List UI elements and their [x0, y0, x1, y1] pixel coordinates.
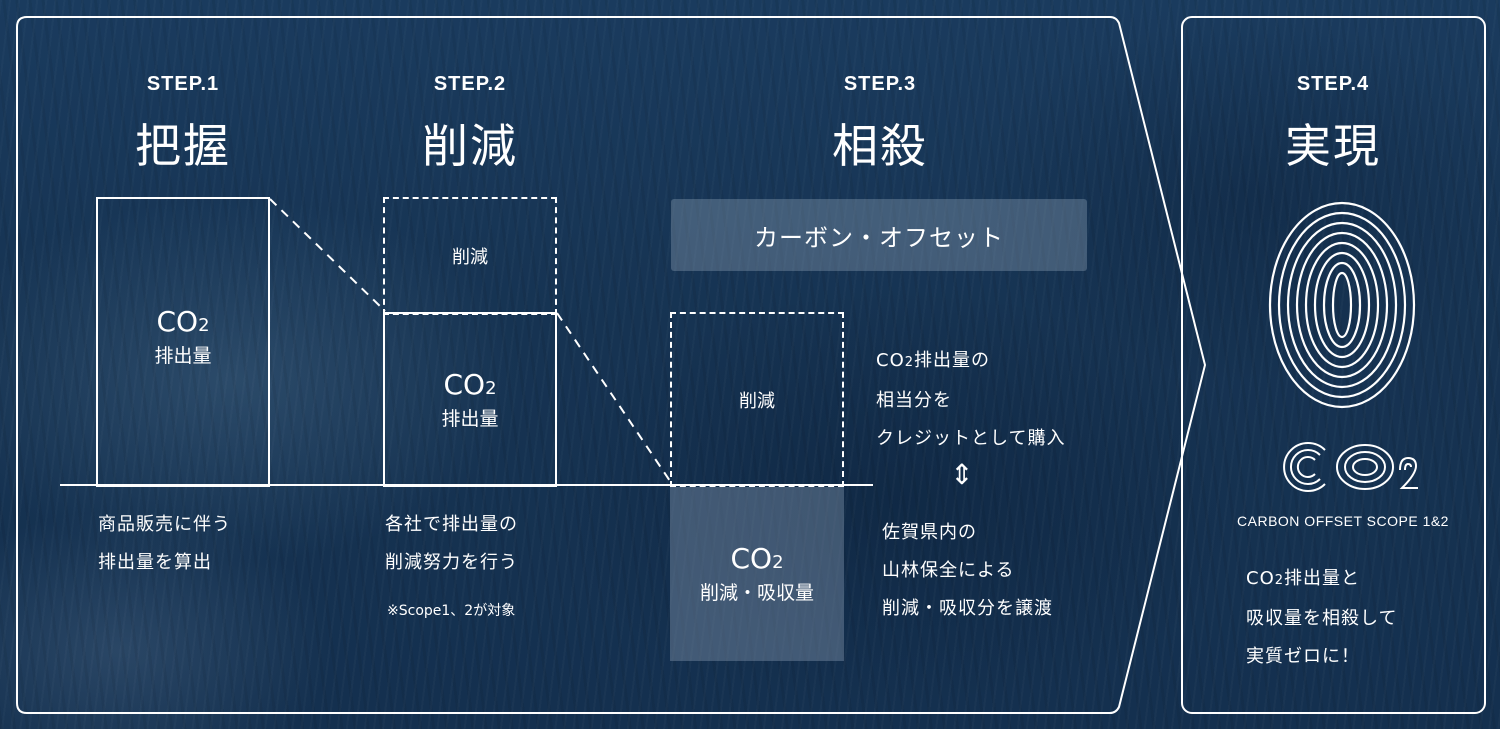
step2-co2-box: CO2 排出量 — [383, 312, 557, 487]
up-down-arrow-icon: ⇕ — [950, 458, 974, 491]
step4-description: CO2排出量と 吸収量を相殺して 実質ゼロに！ — [1246, 568, 1398, 667]
connector-2 — [556, 312, 671, 482]
step1-co2-box: CO2 排出量 — [96, 197, 270, 487]
step3-reduce-label: 削減 — [739, 390, 775, 412]
step3-title: 相殺 — [832, 119, 928, 173]
step3-purchase-text: CO2排出量の 相当分を クレジットとして購入 — [876, 350, 1066, 449]
step1-co2-text: CO2 — [156, 305, 210, 338]
step3-co2-text: CO2 — [730, 542, 784, 575]
step3-co2-box: CO2 削減・吸収量 — [670, 487, 844, 661]
step3-co2-label: 削減・吸収量 — [699, 582, 814, 604]
connector-1 — [269, 198, 386, 312]
step2-co2-text: CO2 — [443, 367, 497, 401]
step4-title: 実現 — [1285, 119, 1381, 173]
carbon-offset-caption: CARBON OFFSET SCOPE 1&2 — [1237, 513, 1449, 529]
co2-logo-icon — [1283, 442, 1418, 492]
step3-reduce-box: 削減 — [670, 312, 844, 487]
main-arrow-frame — [16, 16, 1207, 714]
step1-title: 把握 — [135, 119, 231, 173]
step2-note: ※Scope1、2が対象 — [387, 603, 516, 619]
step2-reduce-box: 削減 — [383, 197, 557, 315]
step1-label: STEP.1 — [146, 73, 220, 95]
step2-label: STEP.2 — [433, 73, 507, 95]
step1-co2-label: 排出量 — [154, 345, 212, 367]
fingerprint-zero-icon — [1268, 201, 1416, 409]
step1-description: 商品販売に伴う 排出量を算出 — [98, 514, 231, 573]
step2-co2-label: 排出量 — [441, 407, 499, 430]
step4-label: STEP.4 — [1296, 73, 1370, 95]
step2-title: 削減 — [422, 119, 518, 173]
step4-frame — [1181, 16, 1486, 714]
carbon-offset-banner: カーボン・オフセット — [671, 199, 1087, 271]
step2-description: 各社で排出量の 削減努力を行う — [385, 514, 518, 573]
step3-label: STEP.3 — [843, 73, 917, 95]
step3-transfer-text: 佐賀県内の 山林保全による 削減・吸収分を譲渡 — [882, 522, 1053, 619]
step2-reduce-label: 削減 — [452, 247, 488, 268]
